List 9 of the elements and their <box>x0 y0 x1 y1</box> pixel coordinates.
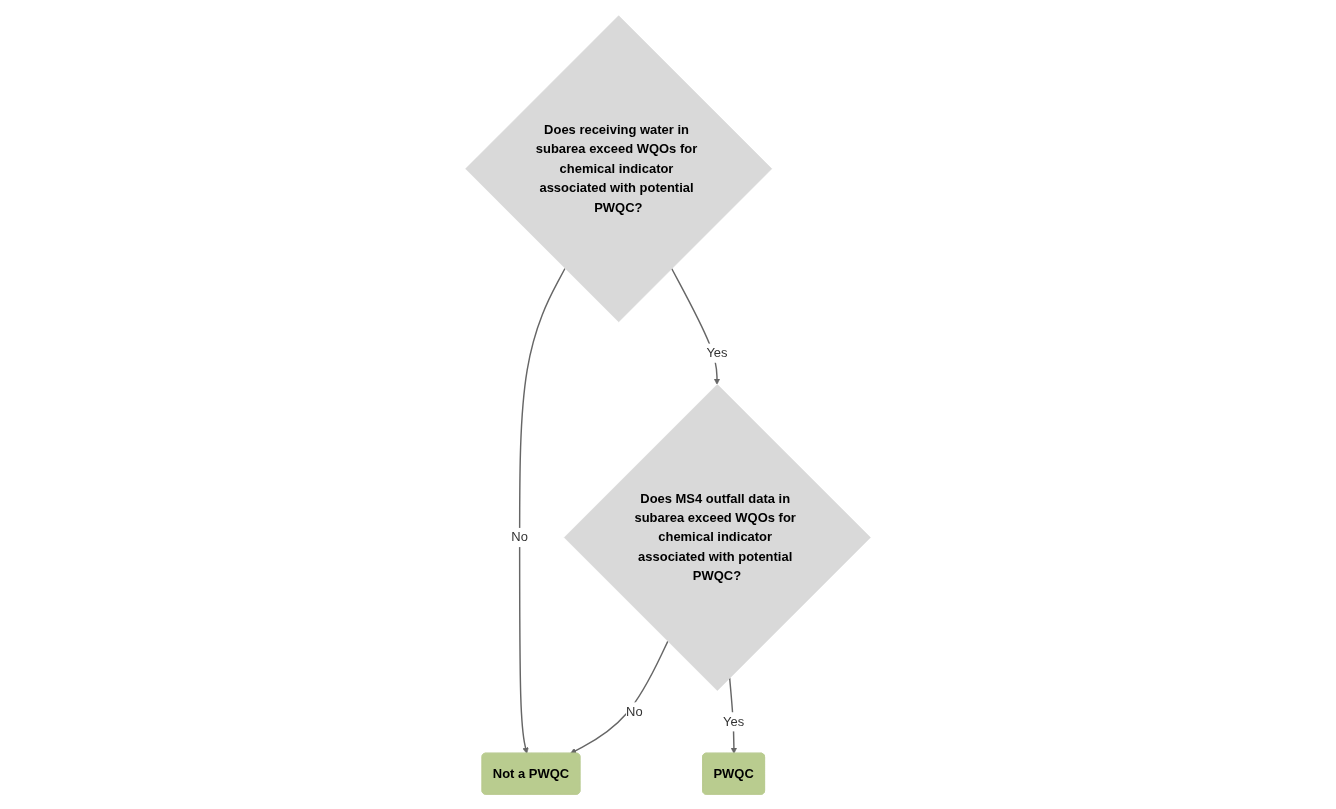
node-diamond: Does MS4 outfall data in subarea exceed WQOs for chemical indicator associated with potential PWQC? <box>563 383 871 691</box>
arrow <box>570 640 669 754</box>
arrow <box>518 267 566 754</box>
edge-label: Yes <box>723 713 745 729</box>
edge-label: No <box>626 703 643 719</box>
edge-label: Yes <box>706 345 728 360</box>
edge-label: No <box>511 529 528 544</box>
arrow <box>670 267 721 385</box>
node-diamond: Does receiving water in subarea exceed WQOs for chemical indicator associated with potential PWQC? <box>465 14 773 322</box>
